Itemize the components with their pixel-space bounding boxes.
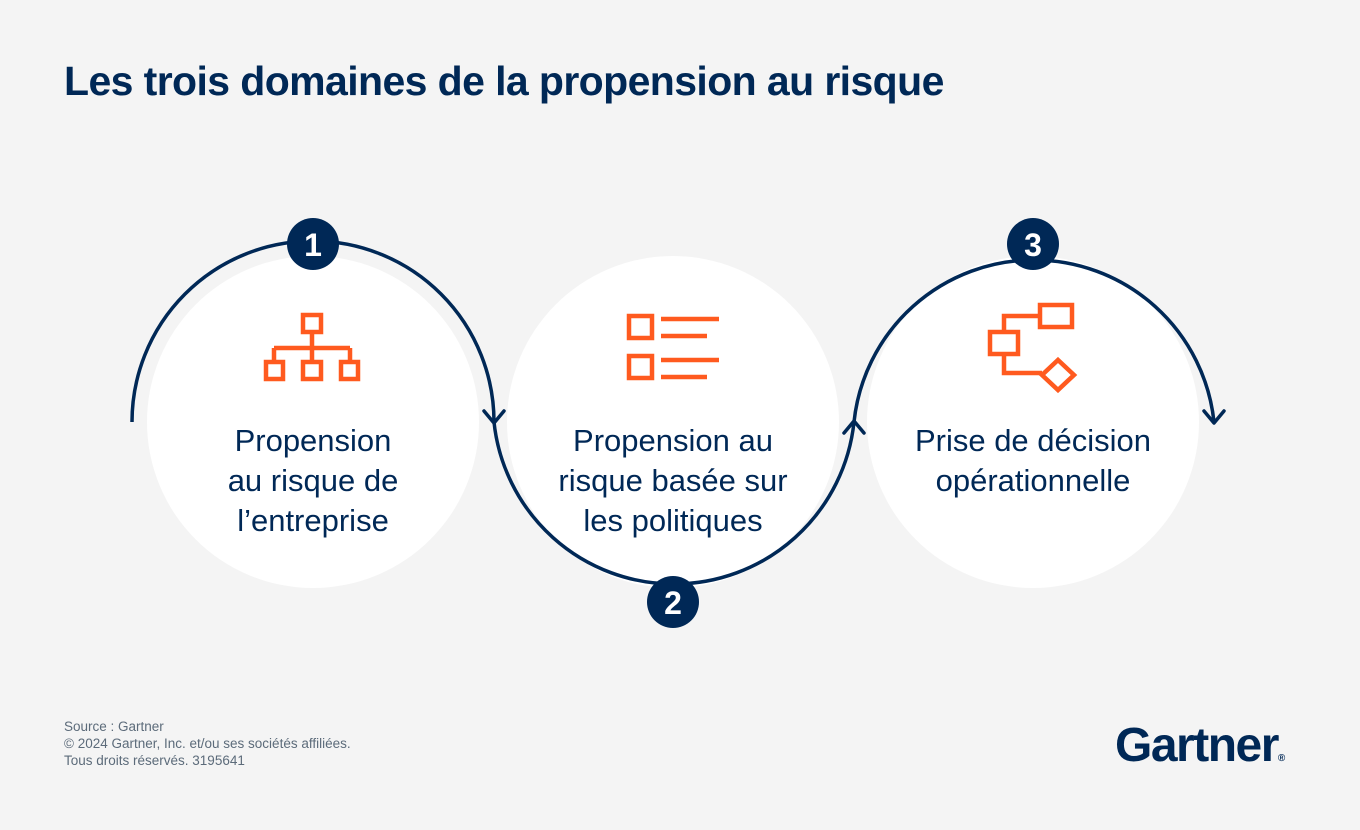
stage-3-label: Prise de décision opérationnelle xyxy=(914,423,1152,498)
arrow-down-icon xyxy=(482,409,506,425)
stage-1-label: Propension au risque de l’entreprise xyxy=(227,423,399,538)
stage-2-badge: 2 xyxy=(647,576,699,628)
arrow-up-icon xyxy=(842,419,866,435)
stage-2-label: Propension au risque basée sur les polit… xyxy=(558,423,788,538)
stage-2-circle xyxy=(507,256,839,588)
gartner-logo: Gartner® xyxy=(1115,716,1285,789)
page-title: Les trois domaines de la propension au r… xyxy=(64,58,944,104)
stage-1-circle xyxy=(147,256,479,588)
source-note: Source : Gartner xyxy=(64,719,164,734)
stage-3-number: 3 xyxy=(1024,227,1042,263)
checklist-icon xyxy=(626,313,719,381)
stage-2-number: 2 xyxy=(664,585,682,621)
arrow-down-icon xyxy=(1202,409,1226,425)
footer-notes: Source : Gartner © 2024 Gartner, Inc. et… xyxy=(64,718,351,769)
registered-mark: ® xyxy=(1277,753,1286,764)
logo-text: Gartner xyxy=(1115,719,1279,772)
rights-note: Tous droits réservés. 3195641 xyxy=(64,753,245,768)
stage-1-badge: 1 xyxy=(287,218,339,270)
stage-3-badge: 3 xyxy=(1007,218,1059,270)
copyright-note: © 2024 Gartner, Inc. et/ou ses sociétés … xyxy=(64,736,351,751)
flowchart-icon xyxy=(987,302,1078,394)
org-chart-icon xyxy=(263,312,361,382)
stage-1-number: 1 xyxy=(304,227,322,263)
stage-3-circle xyxy=(867,256,1199,588)
